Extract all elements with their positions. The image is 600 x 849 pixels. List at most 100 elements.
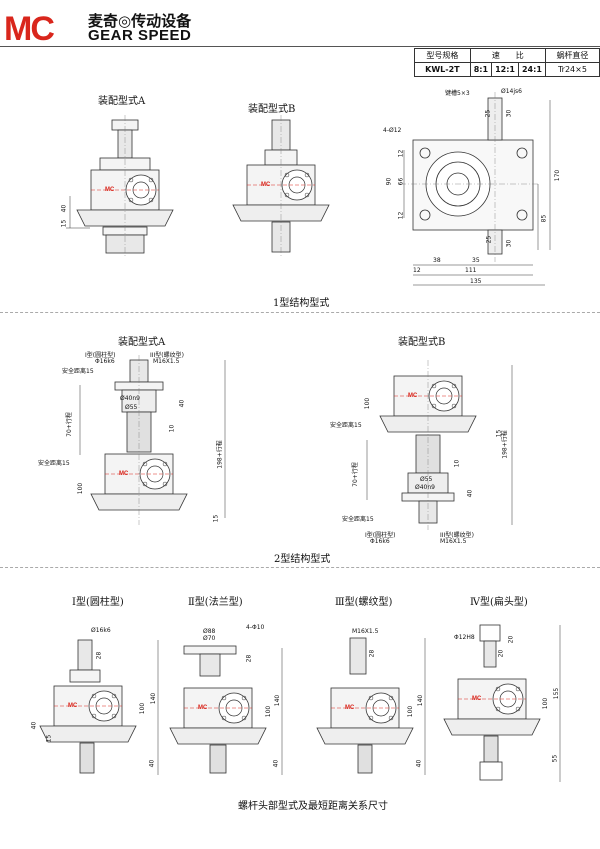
s1-form-b-title: 装配型式B: [248, 104, 296, 115]
s1-dim-170: 170: [554, 169, 562, 182]
s3-t4-phi12: Φ12H8: [454, 634, 475, 641]
s2a-d15: 15: [212, 514, 220, 523]
s2b-type3: III型(螺纹型): [440, 532, 474, 539]
spec-table: 型号规格 速 比 蜗杆直径 KWL-2T 8:1 12:1 24:1 Tr24×…: [414, 48, 600, 77]
s1-dim-85: 85: [540, 214, 548, 223]
s3-t2-phi70: Ø70: [203, 635, 216, 642]
spec-screw: Tr24×5: [544, 62, 600, 77]
s2b-d70: 70+行程: [351, 462, 359, 487]
s3-type1-drawing: [39, 639, 159, 775]
s2b-d198: 198+行程: [501, 430, 509, 459]
mc-mark-s1b: MC: [261, 182, 271, 188]
s3-t1-d40: 40: [30, 721, 38, 730]
s2b-d55: Ø55: [420, 476, 433, 483]
spec-model: KWL-2T: [414, 62, 471, 77]
s2a-d55: Ø55: [125, 404, 138, 411]
s3-t1-d140: 140: [150, 692, 158, 705]
s1-form-a-drawing: [66, 115, 174, 258]
s2a-d40: 40: [178, 399, 186, 408]
s3-t3-d40: 40: [415, 759, 423, 768]
s1-dim-66: 66: [397, 177, 405, 186]
s1-caption: 1型结构型式: [273, 298, 330, 309]
s1-dim-15: 15: [60, 219, 68, 228]
s1-dim-12-horiz: 12: [413, 267, 421, 274]
s3-t4-d20: 20: [497, 649, 505, 658]
s3-caption: 螺杆头部型式及最短距离关系尺寸: [238, 801, 388, 812]
mc-mark-s3-4: MC: [472, 696, 482, 702]
brand-chinese: 麦奇◎传动设备: [88, 12, 192, 30]
s2-form-a-title: 装配型式A: [118, 337, 166, 348]
s3-type2-title: Ⅱ型(法兰型): [188, 597, 243, 608]
s3-t1-d40b: 40: [148, 759, 156, 768]
s3-t3-m16: M16X1.5: [352, 628, 379, 635]
s2b-phi16: Φ16k6: [370, 538, 390, 545]
s3-type4-title: Ⅳ型(扁头型): [470, 597, 528, 608]
s3-t4-d155: 155: [553, 687, 561, 700]
s3-t2-d28: 28: [245, 654, 253, 663]
s2-form-b-title: 装配型式B: [398, 337, 446, 348]
s1-dim-135: 135: [470, 278, 482, 285]
brand-english: GEAR SPEED: [88, 27, 192, 44]
header-rule: [0, 46, 600, 47]
s2a-safe: 安全距离15: [62, 368, 94, 375]
s2b-safe: 安全距离15: [330, 422, 362, 429]
mc-mark-s3-1: MC: [68, 703, 78, 709]
spec-ratio-1: 8:1: [469, 62, 493, 77]
s2a-d198: 198+行程: [216, 440, 224, 469]
mc-mark-s3-3: MC: [345, 705, 355, 711]
s2b-safe2: 安全距离15: [342, 516, 374, 523]
s2b-d100: 100: [364, 397, 372, 410]
s1-dim-111: 111: [465, 267, 477, 274]
s3-type4-drawing: [443, 624, 561, 782]
s1-side-view-drawing: [400, 92, 551, 286]
mc-mark-s1a: MC: [105, 187, 115, 193]
s1-dim-40: 40: [60, 204, 68, 213]
s3-t2-holes: 4-Φ10: [246, 624, 265, 631]
s2a-d100: 100: [77, 482, 85, 495]
s3-t1-d15: 15: [45, 734, 53, 743]
s1-dim-12-top: 12: [397, 149, 405, 158]
s3-type2-drawing: [169, 645, 283, 775]
s3-t4-d20b: 20: [507, 635, 515, 644]
s1-dim-30: 30: [505, 109, 513, 118]
s2-form-b-drawing: [366, 360, 513, 530]
s2a-d70: 70+行程: [65, 412, 73, 437]
s3-t3-d140: 140: [417, 694, 425, 707]
s2b-d40: 40: [466, 489, 474, 498]
s3-t2-d140: 140: [274, 694, 282, 707]
s2a-d10: 10: [168, 424, 176, 433]
s3-t3-d28: 28: [368, 649, 376, 658]
s1-dim-38: 38: [433, 257, 441, 264]
s1-form-b-drawing: [232, 115, 330, 258]
mc-mark-s2a: MC: [119, 471, 129, 477]
s2-form-a-drawing: [79, 355, 226, 525]
s3-t2-phi88: Ø88: [203, 628, 216, 635]
s1-dim-25b: 25: [485, 235, 493, 244]
s3-t1-d28: 28: [95, 651, 103, 660]
s2a-phi16: Φ16k6: [95, 358, 115, 365]
mc-mark-s3-2: MC: [198, 705, 208, 711]
section-divider-1: [0, 312, 600, 313]
section-divider-2: [0, 567, 600, 568]
header: MC 麦奇◎传动设备 GEAR SPEED: [0, 0, 600, 48]
s2-caption: 2型结构型式: [274, 554, 331, 565]
s1-shaft-dia: Ø14js6: [501, 88, 522, 95]
s1-dim-25: 25: [484, 109, 492, 118]
s3-t2-d100: 100: [265, 705, 273, 718]
s1-form-a-title: 装配型式A: [98, 96, 146, 107]
s3-t4-d55: 55: [551, 754, 559, 763]
s2b-d40n9: Ø40n9: [415, 484, 435, 491]
s2b-m16: M16X1.5: [440, 538, 467, 545]
s1-dim-90: 90: [385, 177, 393, 186]
s2b-type1: I型(圆柱型): [365, 532, 396, 539]
s1-dim-35: 35: [472, 257, 480, 264]
mc-mark-s2b: MC: [408, 393, 418, 399]
s2a-type1: I型(圆柱型): [85, 352, 116, 359]
s3-t4-d100: 100: [542, 697, 550, 710]
s2a-safe2: 安全距离15: [38, 460, 70, 467]
s3-t2-d40: 40: [272, 759, 280, 768]
s2a-m16: M16X1.5: [153, 358, 180, 365]
s3-type3-drawing: [316, 637, 426, 775]
s2a-d40n9: Ø40n9: [120, 395, 140, 402]
